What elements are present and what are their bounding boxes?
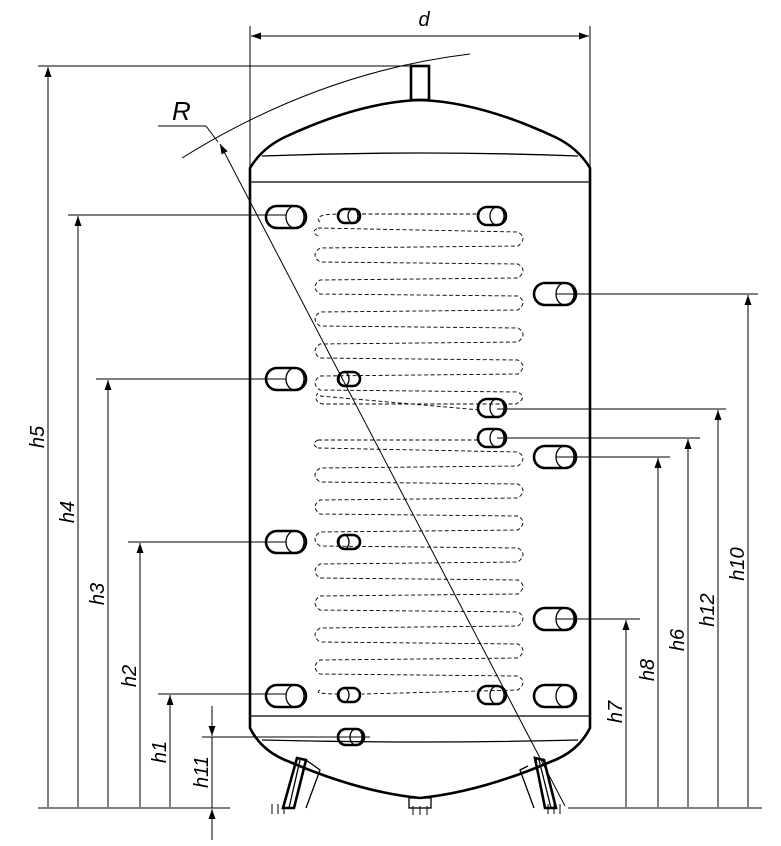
label-h11: h11	[191, 756, 213, 788]
label-h10: h10	[727, 547, 749, 580]
right-nozzle-4	[532, 683, 578, 709]
extension-lines-left	[38, 65, 420, 809]
dimension-d	[249, 26, 591, 168]
left-nozzle-1	[264, 204, 308, 230]
dimension-r	[158, 53, 566, 807]
label-h1: h1	[149, 741, 171, 763]
dimension-lines-left	[44, 67, 216, 840]
label-h7: h7	[605, 700, 627, 723]
tank-body	[248, 64, 592, 809]
label-d: d	[418, 9, 430, 31]
upper-coil	[313, 213, 524, 411]
lower-coil	[313, 439, 524, 695]
label-h8: h8	[637, 659, 659, 681]
label-h5: h5	[27, 425, 49, 448]
extension-lines-right	[497, 293, 762, 809]
label-h3: h3	[87, 583, 109, 605]
top-connection	[409, 64, 431, 102]
label-h6: h6	[667, 628, 689, 651]
tank-legs	[271, 756, 561, 815]
left-nozzle-4	[264, 683, 308, 709]
label-r: R	[172, 96, 191, 126]
label-h2: h2	[119, 665, 141, 687]
coil-connections	[336, 205, 508, 747]
dimension-lines-right	[622, 295, 752, 807]
label-h4: h4	[57, 501, 79, 523]
label-h12: h12	[697, 593, 719, 626]
